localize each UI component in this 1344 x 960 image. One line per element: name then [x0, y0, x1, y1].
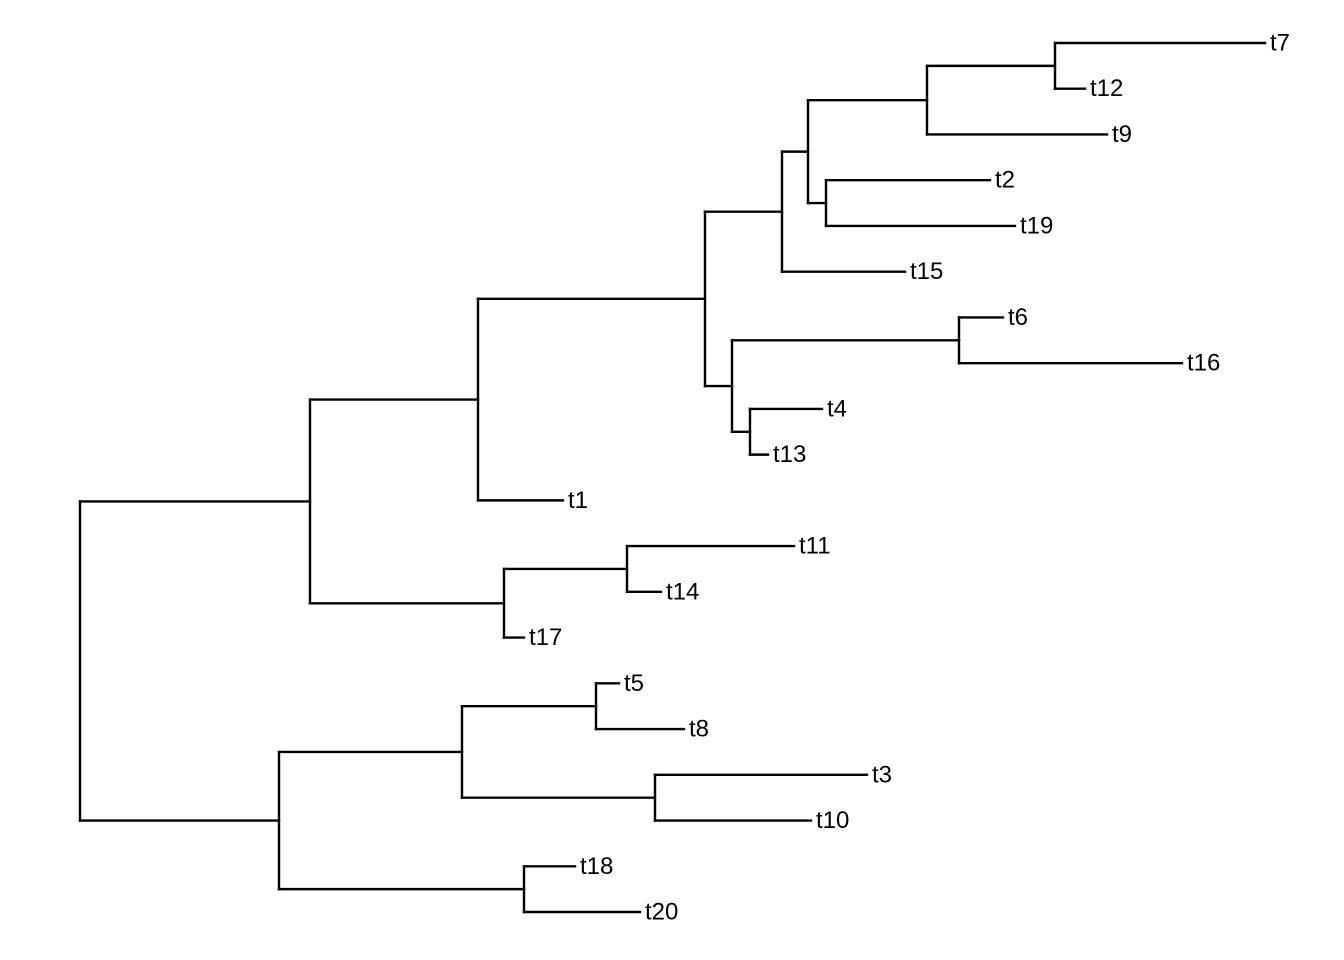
tip-label-t1: t1: [568, 487, 588, 514]
tip-label-t12: t12: [1090, 75, 1123, 102]
tip-label-t10: t10: [816, 807, 849, 834]
tip-label-t14: t14: [666, 578, 699, 605]
tip-label-t15: t15: [910, 258, 943, 285]
tip-label-t17: t17: [529, 624, 562, 651]
tip-label-t20: t20: [645, 899, 678, 926]
tip-label-t13: t13: [773, 441, 806, 468]
tip-label-t9: t9: [1112, 121, 1132, 148]
tip-label-t16: t16: [1187, 350, 1220, 377]
tip-label-t18: t18: [580, 853, 613, 880]
tip-label-t2: t2: [995, 167, 1015, 194]
tip-label-t11: t11: [799, 533, 831, 560]
tip-label-t19: t19: [1020, 212, 1053, 239]
tip-label-t3: t3: [872, 761, 892, 788]
tip-label-t6: t6: [1008, 304, 1028, 331]
tip-label-t5: t5: [624, 670, 644, 697]
tip-label-t4: t4: [827, 395, 847, 422]
tip-label-t7: t7: [1270, 30, 1290, 57]
tip-label-t8: t8: [689, 716, 709, 743]
